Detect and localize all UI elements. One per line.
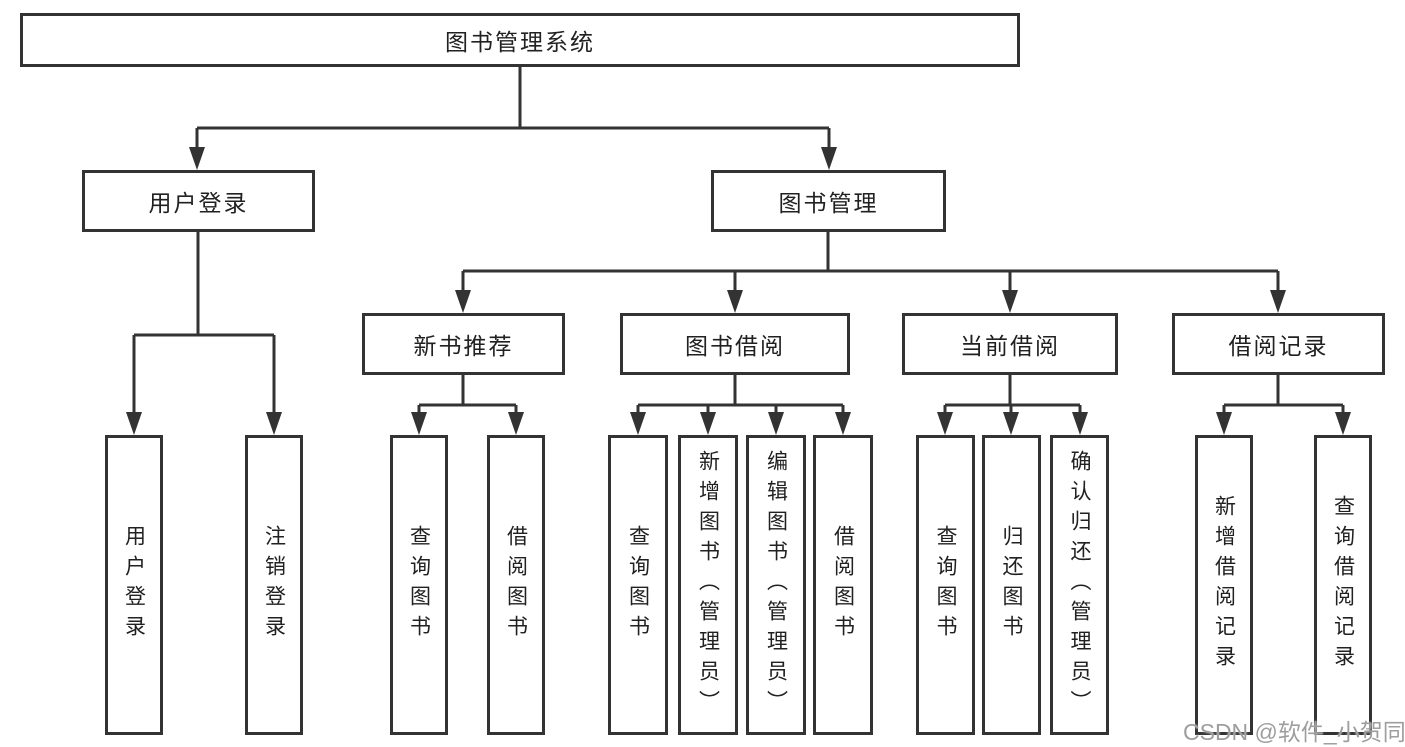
leaf-query-borrow-record-label: 查询借阅记录 (1331, 495, 1355, 675)
connector-borrow-records-to-leaves (1216, 375, 1351, 435)
node-current-borrow: 当前借阅 (902, 313, 1118, 375)
node-book-borrow: 图书借阅 (620, 313, 850, 375)
leaf-borrow-query-book: 查询图书 (608, 435, 668, 735)
connector-book-borrow-to-leaves (630, 375, 851, 435)
leaf-confirm-return-admin: 确认归还（管理员） (1050, 435, 1109, 735)
node-user-login: 用户登录 (82, 170, 315, 232)
node-new-book-recommend: 新书推荐 (362, 313, 565, 375)
leaf-add-borrow-record-label: 新增借阅记录 (1212, 495, 1236, 675)
csdn-watermark: CSDN @软件_小贺同学 (1183, 719, 1405, 745)
leaf-borrow-query-book-label: 查询图书 (626, 525, 650, 645)
node-root-system: 图书管理系统 (20, 13, 1020, 67)
leaf-recommend-borrow-book-label: 借阅图书 (504, 525, 528, 645)
leaf-user-login: 用户登录 (105, 435, 163, 735)
leaf-return-book-label: 归还图书 (1000, 525, 1023, 645)
leaf-current-query-book: 查询图书 (916, 435, 975, 735)
leaf-recommend-borrow-book: 借阅图书 (487, 435, 545, 735)
leaf-edit-book-admin-label: 编辑图书（管理员） (764, 450, 788, 720)
node-book-borrow-label: 图书借阅 (685, 333, 785, 359)
leaf-logout-label: 注销登录 (262, 525, 286, 645)
node-root-label: 图书管理系统 (445, 29, 595, 55)
leaf-edit-book-admin: 编辑图书（管理员） (746, 435, 806, 735)
connector-book-management-to-groups (455, 232, 1286, 313)
node-current-borrow-label: 当前借阅 (960, 333, 1060, 359)
leaf-logout: 注销登录 (245, 435, 303, 735)
leaf-current-query-book-label: 查询图书 (934, 525, 957, 645)
leaf-return-book: 归还图书 (982, 435, 1041, 735)
connector-new-book-recommend-to-leaves (411, 375, 524, 435)
node-book-management: 图书管理 (711, 170, 946, 232)
node-user-login-label: 用户登录 (148, 190, 249, 216)
connector-root-to-branches (189, 67, 837, 170)
leaf-confirm-return-admin-label: 确认归还（管理员） (1068, 450, 1091, 720)
leaf-query-borrow-record: 查询借阅记录 (1314, 435, 1372, 735)
leaf-add-borrow-record: 新增借阅记录 (1195, 435, 1253, 735)
node-borrow-records: 借阅记录 (1172, 313, 1385, 375)
leaf-recommend-query-book-label: 查询图书 (407, 525, 431, 645)
leaf-borrow-book: 借阅图书 (813, 435, 873, 735)
leaf-recommend-query-book: 查询图书 (390, 435, 448, 735)
leaf-add-book-admin: 新增图书（管理员） (678, 435, 738, 735)
node-book-management-label: 图书管理 (778, 190, 879, 216)
node-borrow-records-label: 借阅记录 (1228, 333, 1329, 359)
leaf-user-login-label: 用户登录 (122, 525, 146, 645)
node-new-book-recommend-label: 新书推荐 (413, 333, 514, 359)
connector-current-borrow-to-leaves (937, 375, 1088, 435)
connector-user-login-to-leaves (126, 232, 282, 435)
leaf-borrow-book-label: 借阅图书 (831, 525, 855, 645)
leaf-add-book-admin-label: 新增图书（管理员） (696, 450, 720, 720)
